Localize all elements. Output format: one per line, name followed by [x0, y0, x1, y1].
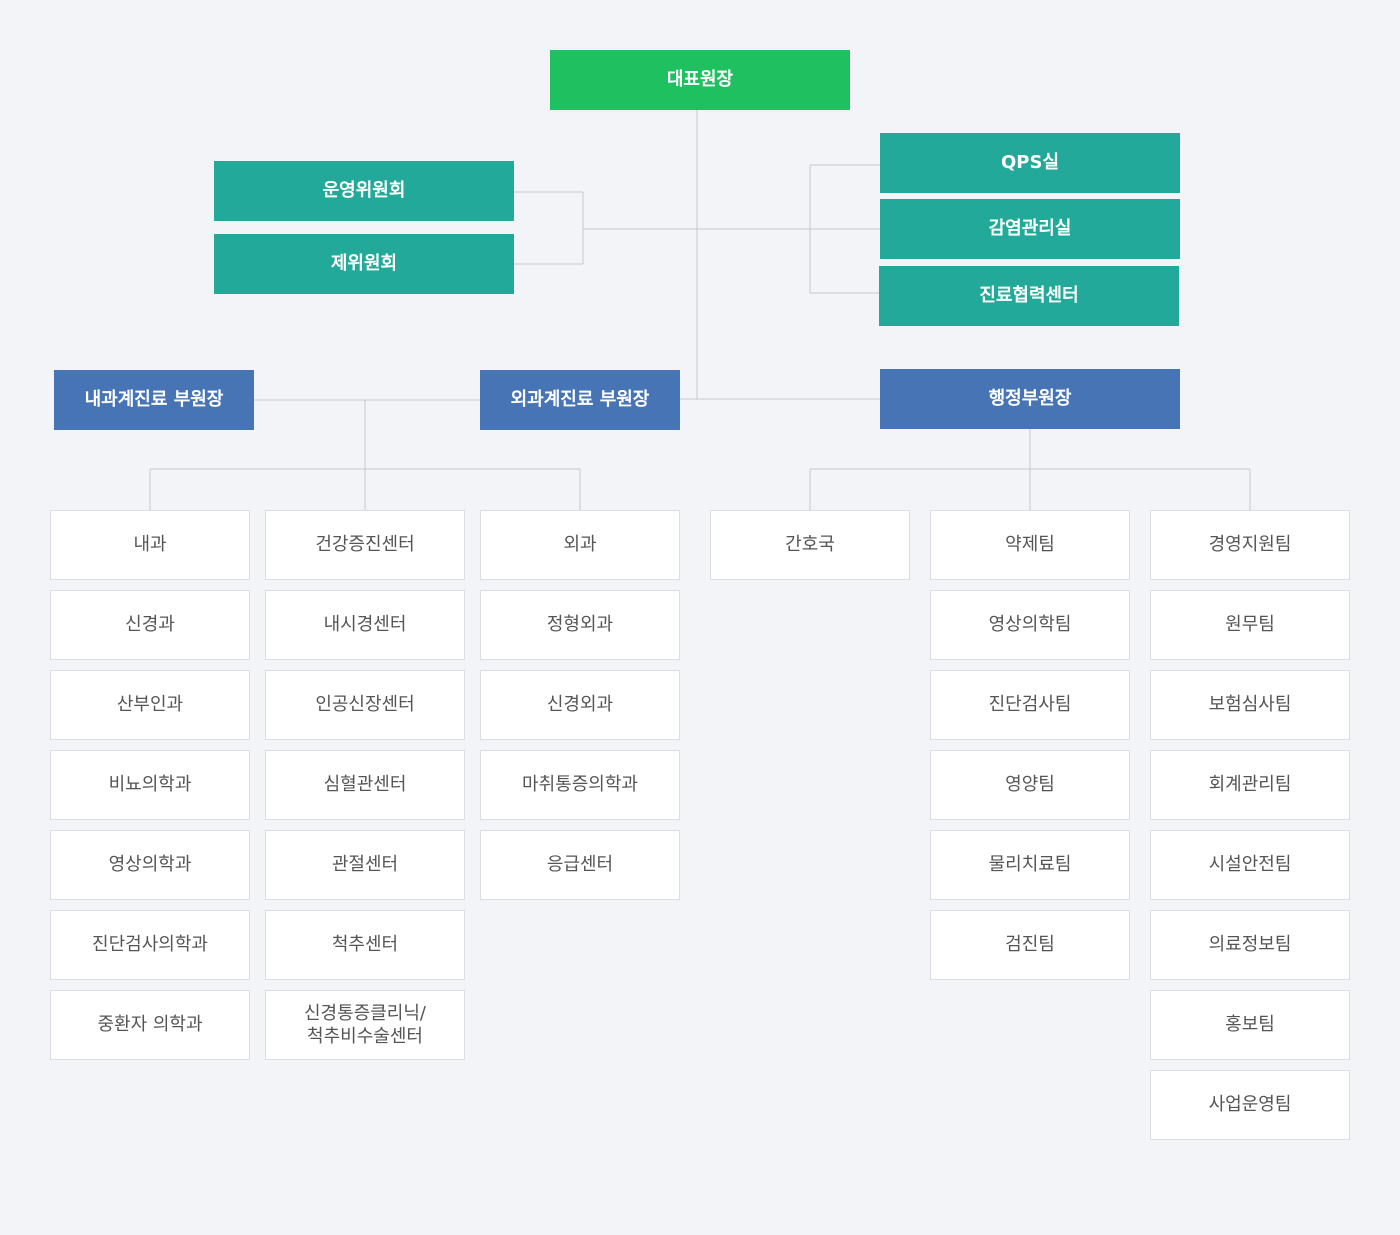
office-node: 진료협력센터: [879, 266, 1179, 326]
department-label: 정형외과: [546, 614, 614, 636]
department-node: 신경외과: [480, 670, 680, 740]
committee-node: 제위원회: [214, 234, 514, 294]
ceo-label: 대표원장: [666, 69, 734, 91]
department-node: 보험심사팀: [1150, 670, 1350, 740]
department-node: 회계관리팀: [1150, 750, 1350, 820]
department-node: 중환자 의학과: [50, 990, 250, 1060]
department-node: 영상의학팀: [930, 590, 1130, 660]
department-label: 비뇨의학과: [108, 774, 192, 796]
department-node: 진단검사팀: [930, 670, 1130, 740]
department-node: 간호국: [710, 510, 910, 580]
department-label: 응급센터: [546, 854, 614, 876]
department-node: 시설안전팀: [1150, 830, 1350, 900]
department-label: 원무팀: [1225, 614, 1275, 636]
committee-label: 제위원회: [330, 253, 398, 275]
office-node: 감염관리실: [880, 199, 1180, 259]
department-label: 영상의학과: [108, 854, 192, 876]
department-label: 중환자 의학과: [97, 1014, 203, 1036]
office-label: 진료협력센터: [979, 285, 1079, 307]
department-node: 물리치료팀: [930, 830, 1130, 900]
department-node: 신경통증클리닉/ 척추비수술센터: [265, 990, 465, 1060]
department-label: 신경외과: [546, 694, 614, 716]
department-node: 의료정보팀: [1150, 910, 1350, 980]
department-label: 영상의학팀: [988, 614, 1072, 636]
department-label: 관절센터: [331, 854, 399, 876]
department-node: 영상의학과: [50, 830, 250, 900]
department-node: 내시경센터: [265, 590, 465, 660]
department-label: 약제팀: [1005, 534, 1055, 556]
vice-director-node-surgical: 외과계진료 부원장: [480, 370, 680, 430]
department-node: 척추센터: [265, 910, 465, 980]
office-node: QPS실: [880, 133, 1180, 193]
office-label: QPS실: [1000, 152, 1060, 174]
department-node: 약제팀: [930, 510, 1130, 580]
committee-label: 운영위원회: [322, 180, 406, 202]
department-label: 산부인과: [116, 694, 184, 716]
department-node: 비뇨의학과: [50, 750, 250, 820]
department-label: 의료정보팀: [1208, 934, 1292, 956]
vice-director-label: 내과계진료 부원장: [84, 389, 224, 411]
department-node: 응급센터: [480, 830, 680, 900]
department-node: 영양팀: [930, 750, 1130, 820]
department-label: 인공신장센터: [315, 694, 415, 716]
department-label: 내시경센터: [323, 614, 407, 636]
department-label: 내과: [133, 534, 167, 556]
department-node: 마취통증의학과: [480, 750, 680, 820]
vice-director-node-admin: 행정부원장: [880, 369, 1180, 429]
department-label: 시설안전팀: [1208, 854, 1292, 876]
department-label: 물리치료팀: [988, 854, 1072, 876]
department-node: 진단검사의학과: [50, 910, 250, 980]
department-label: 척추센터: [331, 934, 399, 956]
department-node: 외과: [480, 510, 680, 580]
department-label: 홍보팀: [1225, 1014, 1275, 1036]
department-node: 원무팀: [1150, 590, 1350, 660]
department-label: 신경과: [125, 614, 175, 636]
department-label: 마취통증의학과: [522, 774, 638, 796]
department-node: 정형외과: [480, 590, 680, 660]
department-label: 보험심사팀: [1208, 694, 1292, 716]
vice-director-node-internal: 내과계진료 부원장: [54, 370, 254, 430]
department-label: 회계관리팀: [1208, 774, 1292, 796]
department-node: 경영지원팀: [1150, 510, 1350, 580]
department-label: 영양팀: [1005, 774, 1055, 796]
department-node: 심혈관센터: [265, 750, 465, 820]
department-node: 산부인과: [50, 670, 250, 740]
department-node: 관절센터: [265, 830, 465, 900]
department-node: 신경과: [50, 590, 250, 660]
vice-director-label: 외과계진료 부원장: [510, 389, 650, 411]
department-node: 인공신장센터: [265, 670, 465, 740]
department-label: 경영지원팀: [1208, 534, 1292, 556]
department-label: 진단검사팀: [988, 694, 1072, 716]
department-label: 신경통증클리닉/ 척추비수술센터: [304, 1002, 426, 1047]
department-label: 외과: [563, 534, 597, 556]
department-label: 심혈관센터: [323, 774, 407, 796]
department-node: 홍보팀: [1150, 990, 1350, 1060]
department-node: 건강증진센터: [265, 510, 465, 580]
department-label: 간호국: [785, 534, 835, 556]
department-node: 검진팀: [930, 910, 1130, 980]
department-label: 검진팀: [1005, 934, 1055, 956]
committee-node: 운영위원회: [214, 161, 514, 221]
department-label: 사업운영팀: [1208, 1094, 1292, 1116]
department-label: 진단검사의학과: [92, 934, 208, 956]
vice-director-label: 행정부원장: [988, 388, 1072, 410]
department-node: 사업운영팀: [1150, 1070, 1350, 1140]
ceo-node: 대표원장: [550, 50, 850, 110]
department-label: 건강증진센터: [315, 534, 415, 556]
department-node: 내과: [50, 510, 250, 580]
office-label: 감염관리실: [988, 218, 1072, 240]
